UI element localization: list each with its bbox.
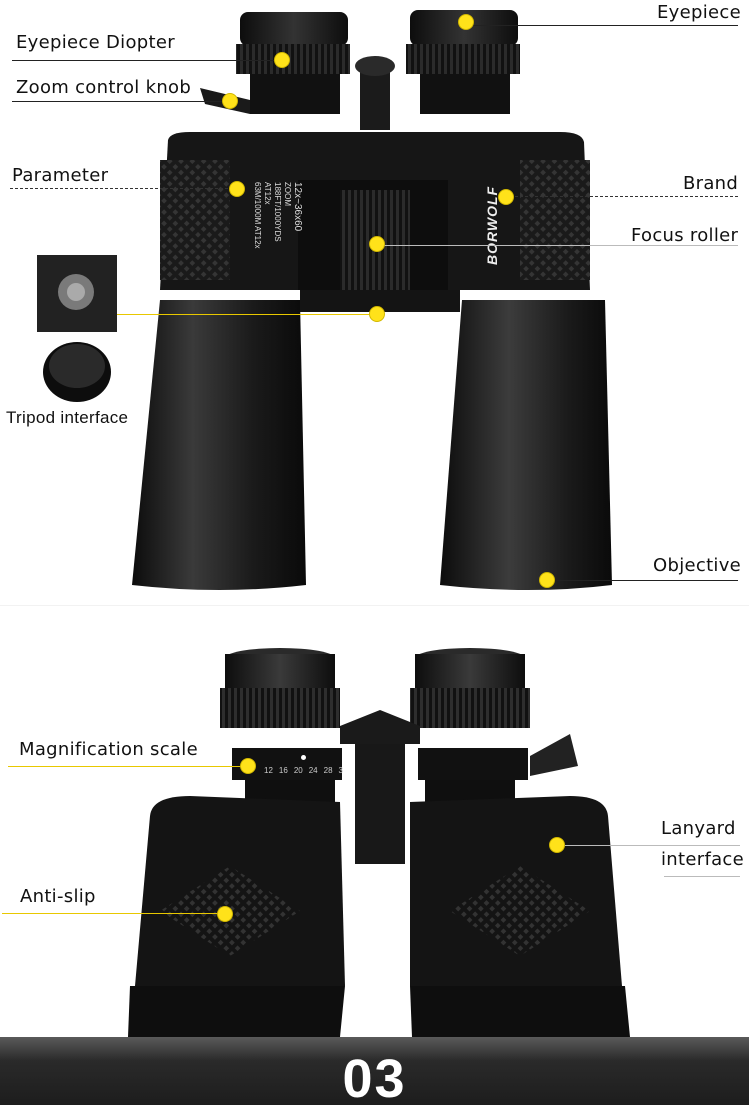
section-number: 03 (342, 1049, 407, 1105)
binocular-bottom-illustration (128, 648, 630, 1037)
callout-line-objective (550, 580, 738, 581)
label-lanyard-line2: interface (661, 849, 744, 870)
label-eyepiece-diopter: Eyepiece Diopter (16, 32, 175, 53)
scale-mark: 24 (308, 766, 318, 775)
callout-dot-eyepiece (458, 14, 474, 30)
callout-dot-brand (498, 189, 514, 205)
callout-dot-zoom (222, 93, 238, 109)
callout-dot-objective (539, 572, 555, 588)
binocular-top-illustration (37, 10, 612, 590)
lanyard-underline (664, 876, 740, 877)
label-objective: Objective (653, 555, 742, 576)
callout-line-tripod (117, 314, 377, 315)
callout-line-eyepiece (470, 25, 738, 26)
model-marking: 12x~36x60 (292, 182, 303, 232)
callout-line-zoom (12, 101, 230, 102)
label-focus-roller: Focus roller (631, 225, 739, 246)
callout-dot-diopter (274, 52, 290, 68)
label-magnification-scale: Magnification scale (19, 739, 198, 760)
label-anti-slip: Anti-slip (20, 886, 96, 907)
scale-mark: 3 (338, 766, 343, 775)
callout-line-lanyard (560, 845, 740, 846)
callout-line-magnification (8, 766, 248, 767)
section-divider (0, 605, 749, 606)
section-footer-bar (0, 1037, 749, 1105)
callout-line-brand (510, 196, 738, 197)
scale-mark: 28 (323, 766, 333, 775)
label-tripod-interface: Tripod interface (6, 408, 129, 427)
callout-dot-focus (369, 236, 385, 252)
label-parameter: Parameter (12, 165, 109, 186)
callout-dot-anti-slip (217, 906, 233, 922)
callout-line-diopter (12, 60, 282, 61)
callout-line-anti-slip (2, 913, 226, 914)
spec-marking-1: 188FT/1000YDS AT12x (263, 182, 282, 242)
callout-line-parameter (10, 188, 238, 189)
spec-marking-2: 63M/1000M AT12x (253, 182, 262, 249)
scale-mark: 20 (293, 766, 303, 775)
callout-line-focus (382, 245, 738, 246)
scale-mark: 12 (264, 766, 273, 775)
parameter-markings: 12x~36x60 ZOOM 188FT/1000YDS AT12x 63M/1… (202, 182, 303, 252)
scale-mark: 16 (278, 766, 288, 775)
label-brand: Brand (683, 173, 739, 194)
callout-dot-lanyard (549, 837, 565, 853)
callout-dot-magnification (240, 758, 256, 774)
callout-dot-parameter (229, 181, 245, 197)
label-zoom-knob: Zoom control knob (16, 77, 192, 98)
callout-dot-tripod (369, 306, 385, 322)
label-eyepiece: Eyepiece (657, 2, 741, 23)
zoom-marking: ZOOM (283, 182, 292, 206)
label-lanyard-line1: Lanyard (661, 818, 736, 839)
magnification-scale-marks: 12 16 20 24 28 3 (264, 766, 343, 775)
scale-indicator-dot (301, 755, 306, 760)
